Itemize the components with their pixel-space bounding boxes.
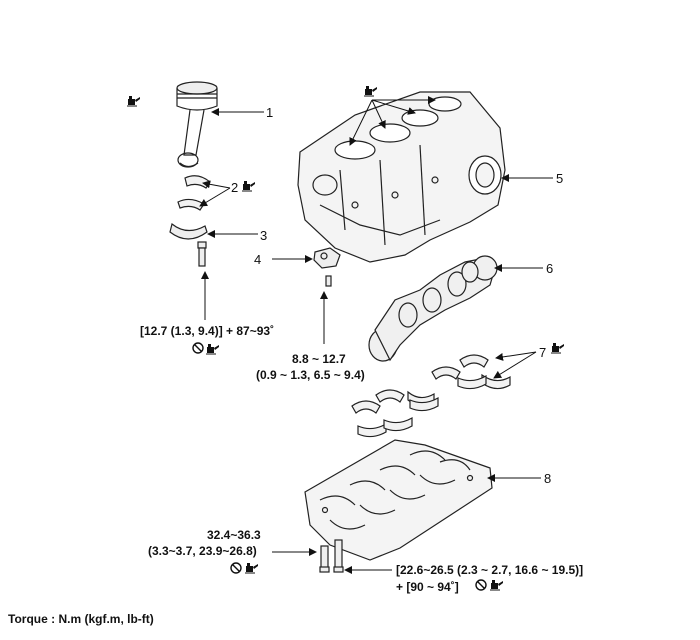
callout-4: 4 [254,252,262,267]
conrod-bearing-part [177,175,211,211]
callout-1: 1 [266,105,274,120]
conrod-bolt-part [197,241,207,267]
torque-oil-jet-line1: 8.8 ~ 12.7 [292,352,346,366]
callout-5: 5 [556,171,564,186]
ladder-bolt-part [319,539,344,573]
callout-7: 7 [539,345,547,360]
callout-3: 3 [260,228,268,243]
torque-units-note: Torque : N.m (kgf.m, lb-ft) [8,612,154,626]
main-bearing-part [351,354,511,438]
cylinder-block-part [297,91,506,263]
torque-conrod-bolt: [12.7 (1.3, 9.4)] + 87~93˚ [140,324,275,338]
torque-main-bolt-line2: + [90 ~ 94˚] [396,580,459,594]
callout-8: 8 [544,471,552,486]
torque-main-bolt-line1: [22.6~26.5 (2.3 ~ 2.7, 16.6 ~ 19.5)] [396,563,584,577]
ladder-frame-part [304,439,493,561]
piston-conrod-part [176,81,218,168]
callout-6: 6 [546,261,554,276]
torque-ladder-bolt-line1: 32.4~36.3 [207,528,261,542]
torque-ladder-bolt-line2: (3.3~3.7, 23.9~26.8) [148,544,257,558]
crankshaft-part [368,255,498,362]
oil-jet-part [313,247,341,287]
callout-2: 2 [231,180,239,195]
conrod-cap-part [169,222,208,240]
torque-oil-jet-line2: (0.9 ~ 1.3, 6.5 ~ 9.4) [256,368,365,382]
